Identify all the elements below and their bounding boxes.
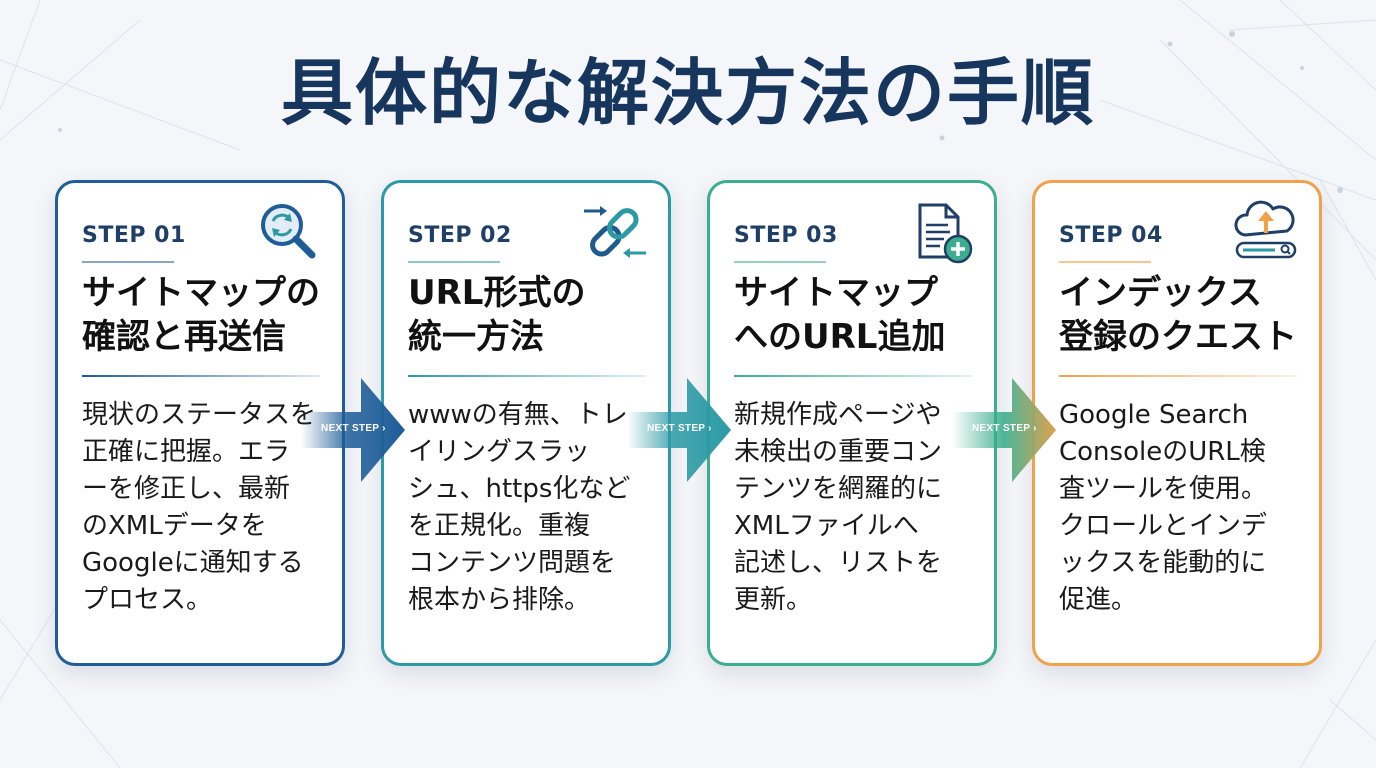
- add-document-icon: [918, 203, 973, 264]
- description-line: コンテンツ問題を: [408, 548, 617, 578]
- step-title-line: 確認と再送信: [82, 317, 286, 357]
- description-line: 未検出の重要コン: [734, 437, 943, 467]
- description-line: wwwの有無、トレ: [408, 400, 628, 430]
- cloud-upload-search-icon: [1234, 200, 1297, 259]
- arrow-right-icon: [301, 378, 405, 482]
- description-line: プロセス。: [82, 585, 213, 615]
- step-title-line: サイトマップ: [734, 273, 938, 313]
- search-refresh-icon: [261, 204, 316, 259]
- step-label-underline: [1059, 261, 1151, 263]
- step-card-2: STEP 02 URL形式の 統一方法 wwwの有無、トレ イリングスラッ シュ…: [381, 180, 671, 666]
- description-line: XMLファイルへ: [734, 511, 919, 541]
- description-line: クロールとインデ: [1059, 511, 1268, 541]
- description-line: のXMLデータを: [82, 511, 267, 541]
- step-description: 新規作成ページや 未検出の重要コン テンツを網羅的に XMLファイルへ 記述し、…: [734, 397, 990, 619]
- description-line: 査ツールを使用。: [1059, 474, 1268, 504]
- step-label: STEP 03: [734, 223, 838, 248]
- next-step-arrow-3: NEXT STEP ›: [952, 378, 1056, 482]
- title-divider: [408, 375, 646, 377]
- step-card-3: STEP 03 サイトマップ へのURL追加 新規作成ページや 未検出の重要コン…: [707, 180, 997, 666]
- step-label-underline: [408, 261, 500, 263]
- description-line: 更新。: [734, 585, 813, 615]
- description-line: ックスを能動的に: [1059, 548, 1267, 578]
- description-line: 記述し、リストを: [734, 548, 943, 578]
- step-description: Google Search ConsoleのURL検 査ツールを使用。 クロール…: [1059, 397, 1315, 619]
- title-divider: [1059, 375, 1297, 377]
- step-description: 現状のステータスを 正確に把握。エラ ーを修正し、最新 のXMLデータを Goo…: [82, 397, 338, 619]
- step-description: wwwの有無、トレ イリングスラッ シュ、https化など を正規化。重複 コン…: [408, 397, 664, 619]
- page-title: 具体的な解決方法の手順: [280, 51, 1095, 135]
- step-title-line: 登録のクエスト: [1059, 317, 1297, 357]
- next-step-label: NEXT STEP ›: [321, 423, 386, 434]
- description-line: 根本から排除。: [408, 585, 591, 615]
- title-divider: [734, 375, 972, 377]
- description-line: イリングスラッ: [408, 437, 591, 467]
- description-line: 促進。: [1059, 585, 1138, 615]
- arrow-right-icon: [627, 378, 731, 482]
- step-title: URL形式の 統一方法: [408, 271, 664, 359]
- description-line: を正規化。重複: [408, 511, 591, 541]
- step-label: STEP 02: [408, 223, 512, 248]
- step-title: インデックス 登録のクエスト: [1059, 271, 1315, 359]
- step-title-line: URL形式の: [408, 273, 586, 313]
- description-line: Googleに通知する: [82, 548, 304, 578]
- step-label: STEP 01: [82, 223, 186, 248]
- step-label-underline: [734, 261, 826, 263]
- description-line: 現状のステータスを: [82, 400, 317, 430]
- next-step-label: NEXT STEP ›: [972, 423, 1037, 434]
- step-title: サイトマップの 確認と再送信: [82, 271, 338, 359]
- next-step-arrow-1: NEXT STEP ›: [301, 378, 405, 482]
- step-title-line: サイトマップの: [82, 273, 320, 313]
- step-label: STEP 04: [1059, 223, 1163, 248]
- description-line: 正確に把握。エラ: [82, 437, 291, 467]
- step-title-line: へのURL追加: [734, 317, 946, 357]
- next-step-arrow-2: NEXT STEP ›: [627, 378, 731, 482]
- step-label-underline: [82, 261, 174, 263]
- step-title-line: インデックス: [1059, 273, 1262, 313]
- title-divider: [82, 375, 320, 377]
- description-line: 新規作成ページや: [734, 400, 942, 430]
- step-card-1: STEP 01 サイトマップの 確認と再送信 現状のステータスを 正確に把握。エ…: [55, 180, 345, 666]
- step-title: サイトマップ へのURL追加: [734, 271, 990, 359]
- description-line: テンツを網羅的に: [734, 474, 943, 504]
- next-step-label: NEXT STEP ›: [647, 423, 712, 434]
- arrow-right-icon: [952, 378, 1056, 482]
- description-line: シュ、https化など: [408, 474, 631, 504]
- step-title-line: 統一方法: [408, 317, 544, 357]
- description-line: ーを修正し、最新: [82, 474, 291, 504]
- link-chain-icon: [584, 206, 646, 258]
- description-line: ConsoleのURL検: [1059, 437, 1266, 467]
- step-card-4: STEP 04 インデックス 登録のクエスト Google Search Con…: [1032, 180, 1322, 666]
- description-line: Google Search: [1059, 400, 1249, 430]
